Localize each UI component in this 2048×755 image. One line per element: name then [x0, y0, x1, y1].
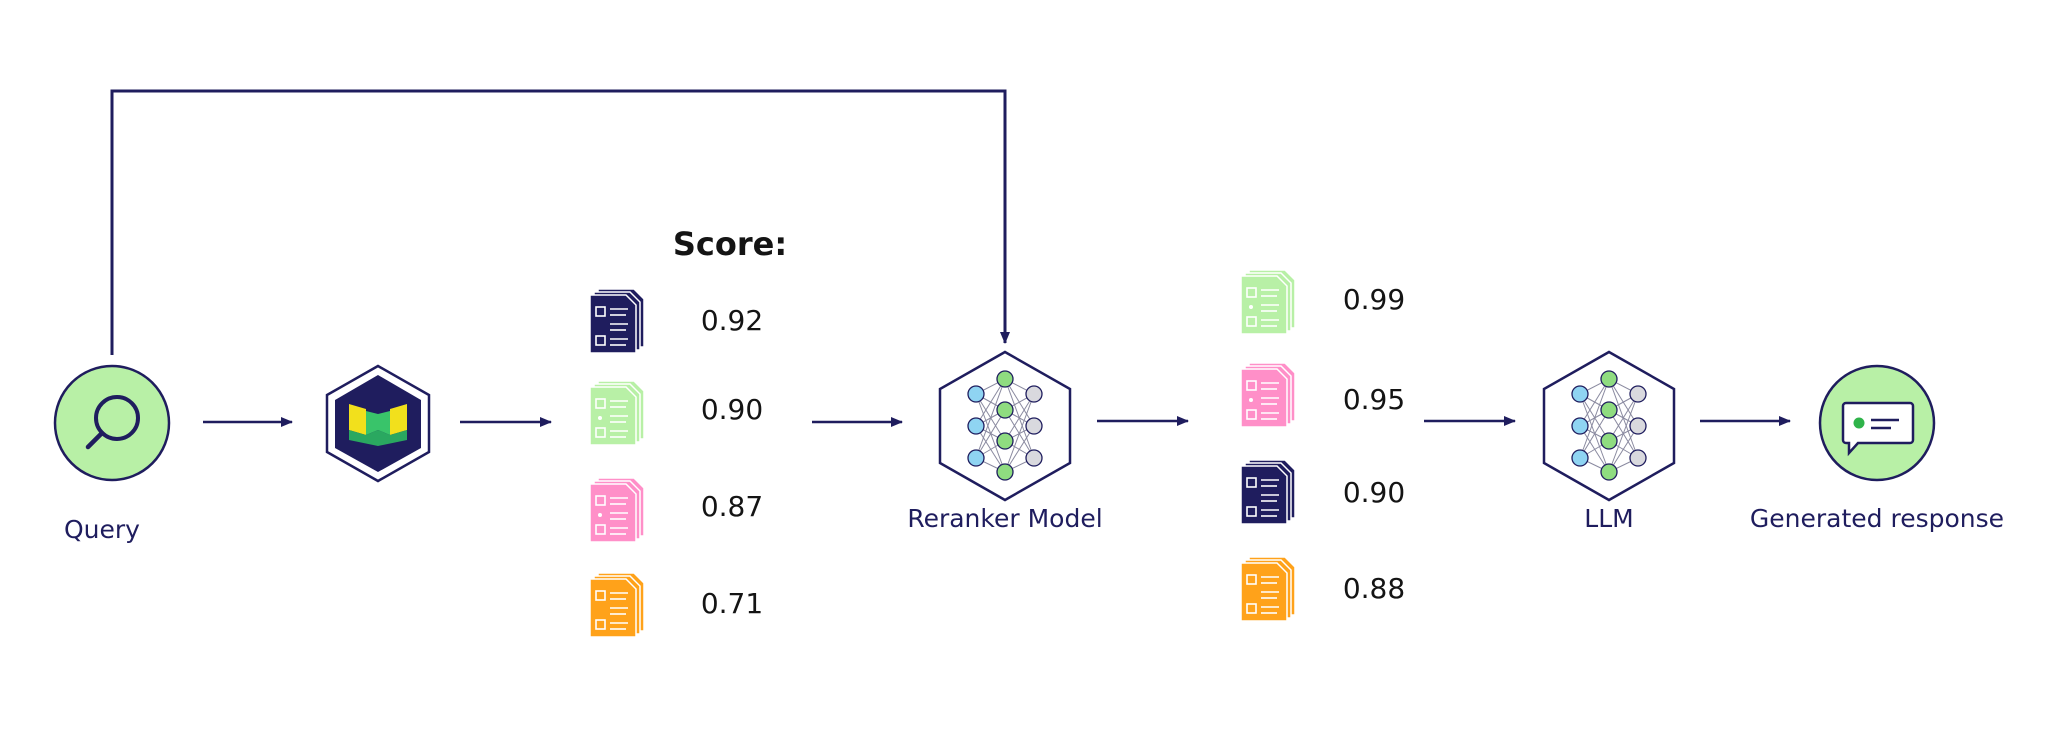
document-score: 0.99: [1343, 283, 1405, 316]
document-row: 0.95: [1240, 362, 1405, 428]
document-stack-icon: [1240, 269, 1296, 335]
document-row: 0.99: [1240, 269, 1405, 335]
reranker-node: Reranker Model: [907, 350, 1103, 533]
document-score: 0.90: [1343, 476, 1405, 509]
document-score: 0.90: [701, 393, 763, 426]
document-score: 0.92: [701, 304, 763, 337]
document-row: 0.71: [589, 572, 763, 638]
document-stack-icon: [589, 288, 645, 354]
llm-label: LLM: [1584, 504, 1633, 533]
search-icon: [85, 395, 140, 450]
neural-network-icon: [1571, 370, 1647, 481]
retrieved-documents: 0.92 0.90 0.87 0.71: [589, 288, 763, 638]
document-stack-icon: [589, 477, 645, 543]
llm-node: LLM: [1542, 350, 1676, 533]
document-score: 0.87: [701, 490, 763, 523]
response-label: Generated response: [1750, 504, 2004, 533]
response-node: Generated response: [1750, 364, 2004, 533]
document-row: 0.90: [1240, 459, 1405, 525]
document-row: 0.90: [589, 380, 763, 446]
document-stack-icon: [1240, 459, 1296, 525]
score-title: Score:: [673, 225, 787, 263]
reranked-documents: 0.99 0.95 0.90 0.88: [1240, 269, 1405, 622]
document-stack-icon: [1240, 556, 1296, 622]
document-row: 0.92: [589, 288, 763, 354]
document-stack-icon: [589, 572, 645, 638]
query-node: Query: [53, 364, 171, 544]
reranker-label: Reranker Model: [907, 504, 1102, 533]
chat-bubble-icon: [1841, 401, 1915, 457]
query-label: Query: [64, 515, 140, 544]
document-score: 0.71: [701, 587, 763, 620]
document-stack-icon: [1240, 362, 1296, 428]
neural-network-icon: [967, 370, 1043, 481]
document-stack-icon: [589, 380, 645, 446]
vector-db-node: [325, 364, 431, 483]
document-score: 0.88: [1343, 572, 1405, 605]
document-score: 0.95: [1343, 383, 1405, 416]
query-to-reranker-connector: [110, 89, 1010, 355]
document-row: 0.87: [589, 477, 763, 543]
document-row: 0.88: [1240, 556, 1405, 622]
weaviate-logo: [349, 404, 407, 446]
